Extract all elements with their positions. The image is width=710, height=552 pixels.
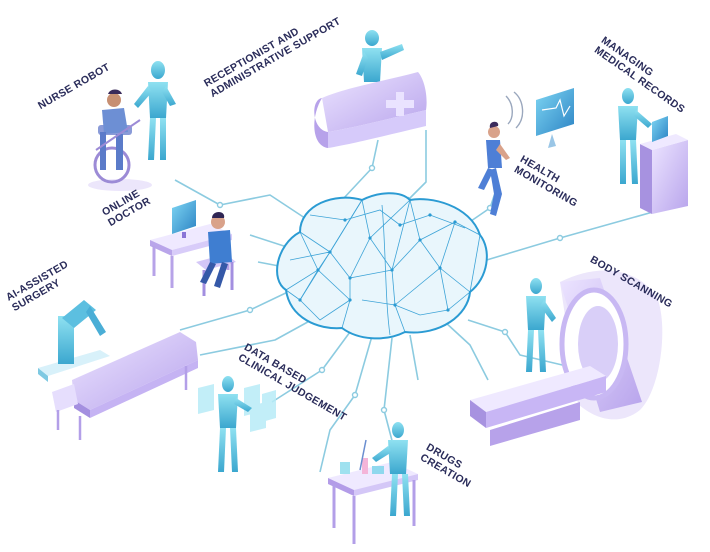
nurse-robot-icon: [88, 61, 176, 191]
receptionist-icon: [314, 30, 427, 148]
drugs-robot-icon: [328, 422, 418, 544]
judgement-robot-icon: [198, 376, 276, 472]
records-icon: [618, 88, 688, 214]
brain-icon: [276, 192, 488, 340]
mri-scanner-icon: [470, 270, 663, 446]
doctor-icon: [150, 200, 236, 296]
surgery-robot-icon: [38, 300, 198, 440]
runner-icon: [478, 88, 574, 216]
